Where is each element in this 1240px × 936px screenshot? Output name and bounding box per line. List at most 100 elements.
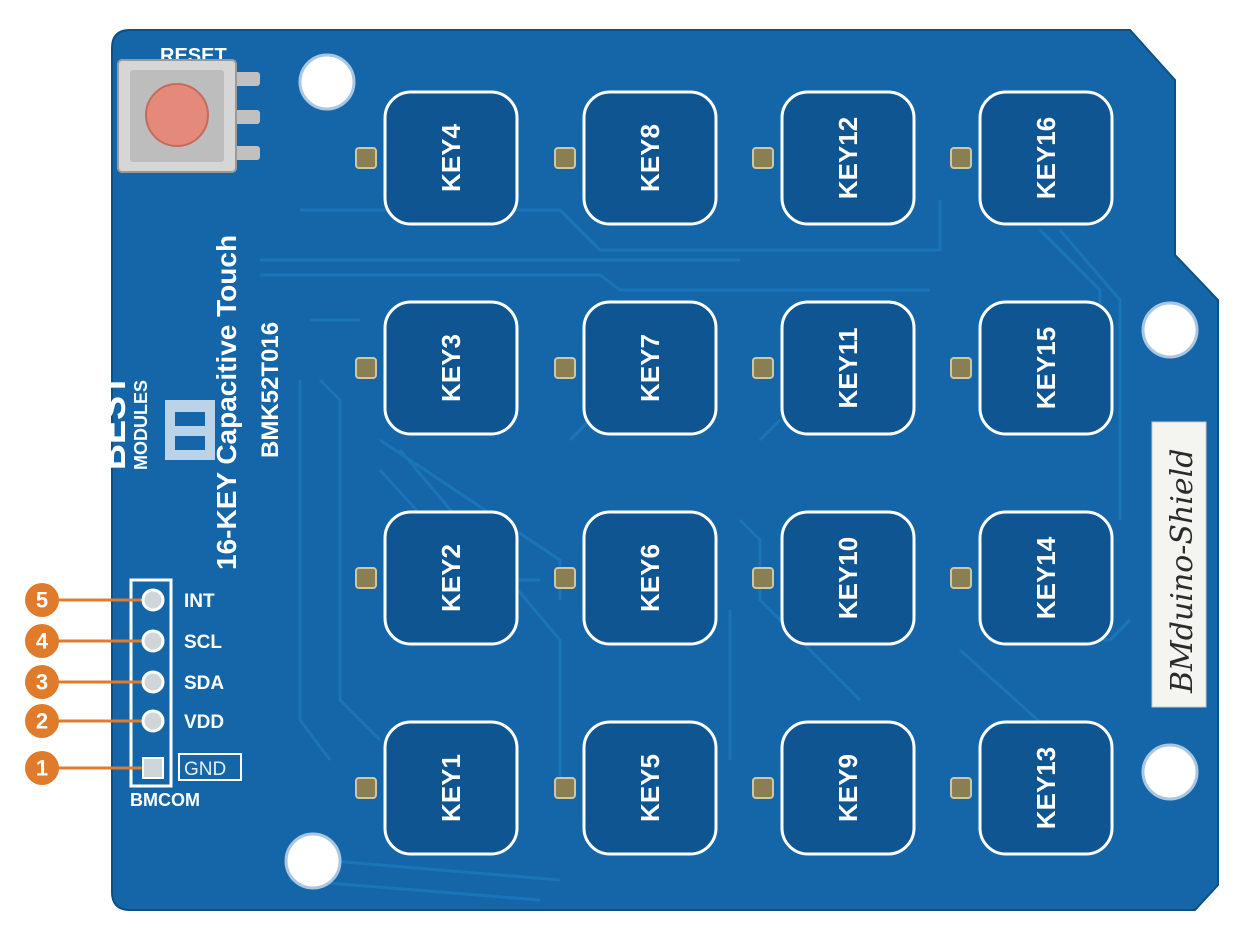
touch-key-key16[interactable]: KEY16 xyxy=(950,90,1114,226)
key-led xyxy=(554,147,576,169)
callout-badge xyxy=(25,751,59,785)
best-modules-logo: BEST MODULES xyxy=(92,374,215,470)
key-label: KEY12 xyxy=(833,117,863,199)
key-label: KEY2 xyxy=(436,544,466,612)
key-led xyxy=(554,567,576,589)
pin-pad xyxy=(141,670,165,694)
key-label: KEY6 xyxy=(635,544,665,612)
svg-text:BEST: BEST xyxy=(92,374,133,470)
touch-key-key3[interactable]: KEY3 xyxy=(355,300,519,436)
key-label: KEY16 xyxy=(1031,117,1061,199)
shield-label-box xyxy=(1151,421,1207,708)
touch-key-key8[interactable]: KEY8 xyxy=(554,90,718,226)
touch-key-key7[interactable]: KEY7 xyxy=(554,300,718,436)
key-led xyxy=(950,567,972,589)
touch-key-key5[interactable]: KEY5 xyxy=(554,720,718,856)
key-led xyxy=(355,357,377,379)
key-label: KEY13 xyxy=(1031,747,1061,829)
key-led xyxy=(950,147,972,169)
reset-button[interactable] xyxy=(117,59,260,173)
key-pad[interactable] xyxy=(582,90,718,226)
touch-key-key15[interactable]: KEY15 xyxy=(950,300,1114,436)
key-led xyxy=(752,147,774,169)
mounting-hole xyxy=(1141,301,1199,359)
key-pad[interactable] xyxy=(383,90,519,226)
callout-badge xyxy=(25,704,59,738)
key-pad[interactable] xyxy=(780,510,916,646)
key-label: KEY8 xyxy=(635,124,665,192)
callout-badge xyxy=(25,665,59,699)
pin-sda: 3 SDA xyxy=(25,665,224,699)
key-label: KEY11 xyxy=(833,328,863,409)
touch-key-key4[interactable]: KEY4 xyxy=(355,90,519,226)
touch-key-key14[interactable]: KEY14 xyxy=(950,510,1114,646)
svg-text:MODULES: MODULES xyxy=(131,380,151,470)
pin-pad xyxy=(141,629,165,653)
bmcom-label: BMCOM xyxy=(130,790,200,810)
touch-key-key1[interactable]: KEY1 xyxy=(355,720,519,856)
board-title: 16-KEY Capacitive Touch xyxy=(211,235,242,570)
key-label: KEY14 xyxy=(1031,536,1061,619)
key-led xyxy=(752,777,774,799)
shield-label: BMduino-Shield xyxy=(1165,449,1200,694)
callout-number: 3 xyxy=(36,670,48,695)
key-pad[interactable] xyxy=(978,510,1114,646)
key-pad[interactable] xyxy=(383,300,519,436)
mounting-hole xyxy=(284,832,342,890)
key-pad[interactable] xyxy=(780,300,916,436)
pin-pad xyxy=(141,709,165,733)
pin-label: VDD xyxy=(184,712,224,733)
key-pad[interactable] xyxy=(383,510,519,646)
key-led xyxy=(355,567,377,589)
touch-key-key6[interactable]: KEY6 xyxy=(554,510,718,646)
key-pad[interactable] xyxy=(383,720,519,856)
mounting-hole xyxy=(298,53,356,111)
touch-key-key10[interactable]: KEY10 xyxy=(752,510,916,646)
board-model: BMK52T016 xyxy=(257,322,284,458)
pin-label: GND xyxy=(184,759,226,780)
touch-key-key2[interactable]: KEY2 xyxy=(355,510,519,646)
key-label: KEY10 xyxy=(833,537,863,619)
touch-key-key13[interactable]: KEY13 xyxy=(950,720,1114,856)
key-pad[interactable] xyxy=(582,720,718,856)
callout-badge xyxy=(25,624,59,658)
key-pad[interactable] xyxy=(978,90,1114,226)
key-pad[interactable] xyxy=(582,300,718,436)
key-label: KEY1 xyxy=(436,754,466,822)
pin-label: INT xyxy=(184,591,215,612)
key-pad[interactable] xyxy=(978,300,1114,436)
key-label: KEY7 xyxy=(635,334,665,402)
gnd-outline xyxy=(178,753,242,781)
key-pad[interactable] xyxy=(978,720,1114,856)
key-pad[interactable] xyxy=(780,720,916,856)
touch-key-key9[interactable]: KEY9 xyxy=(752,720,916,856)
key-led xyxy=(554,357,576,379)
touch-key-key12[interactable]: KEY12 xyxy=(752,90,916,226)
key-label: KEY4 xyxy=(436,124,466,192)
key-label: KEY5 xyxy=(635,754,665,822)
key-label: KEY9 xyxy=(833,754,863,822)
pin-pad xyxy=(141,588,165,612)
key-led xyxy=(554,777,576,799)
key-pad[interactable] xyxy=(582,510,718,646)
key-led xyxy=(752,357,774,379)
callout-number: 4 xyxy=(36,629,49,654)
key-label: KEY15 xyxy=(1031,327,1061,409)
key-led xyxy=(950,777,972,799)
key-led xyxy=(355,777,377,799)
key-led xyxy=(355,147,377,169)
key-led xyxy=(752,567,774,589)
key-label: KEY3 xyxy=(436,334,466,402)
key-pad[interactable] xyxy=(780,90,916,226)
pin-label: SDA xyxy=(184,673,224,694)
mounting-hole xyxy=(1141,743,1199,801)
callout-number: 5 xyxy=(36,588,48,613)
pin-pad xyxy=(142,757,164,779)
pin-scl: 4 SCL xyxy=(25,624,222,658)
touch-key-key11[interactable]: KEY11 xyxy=(752,300,916,436)
pin-label: SCL xyxy=(184,632,222,653)
